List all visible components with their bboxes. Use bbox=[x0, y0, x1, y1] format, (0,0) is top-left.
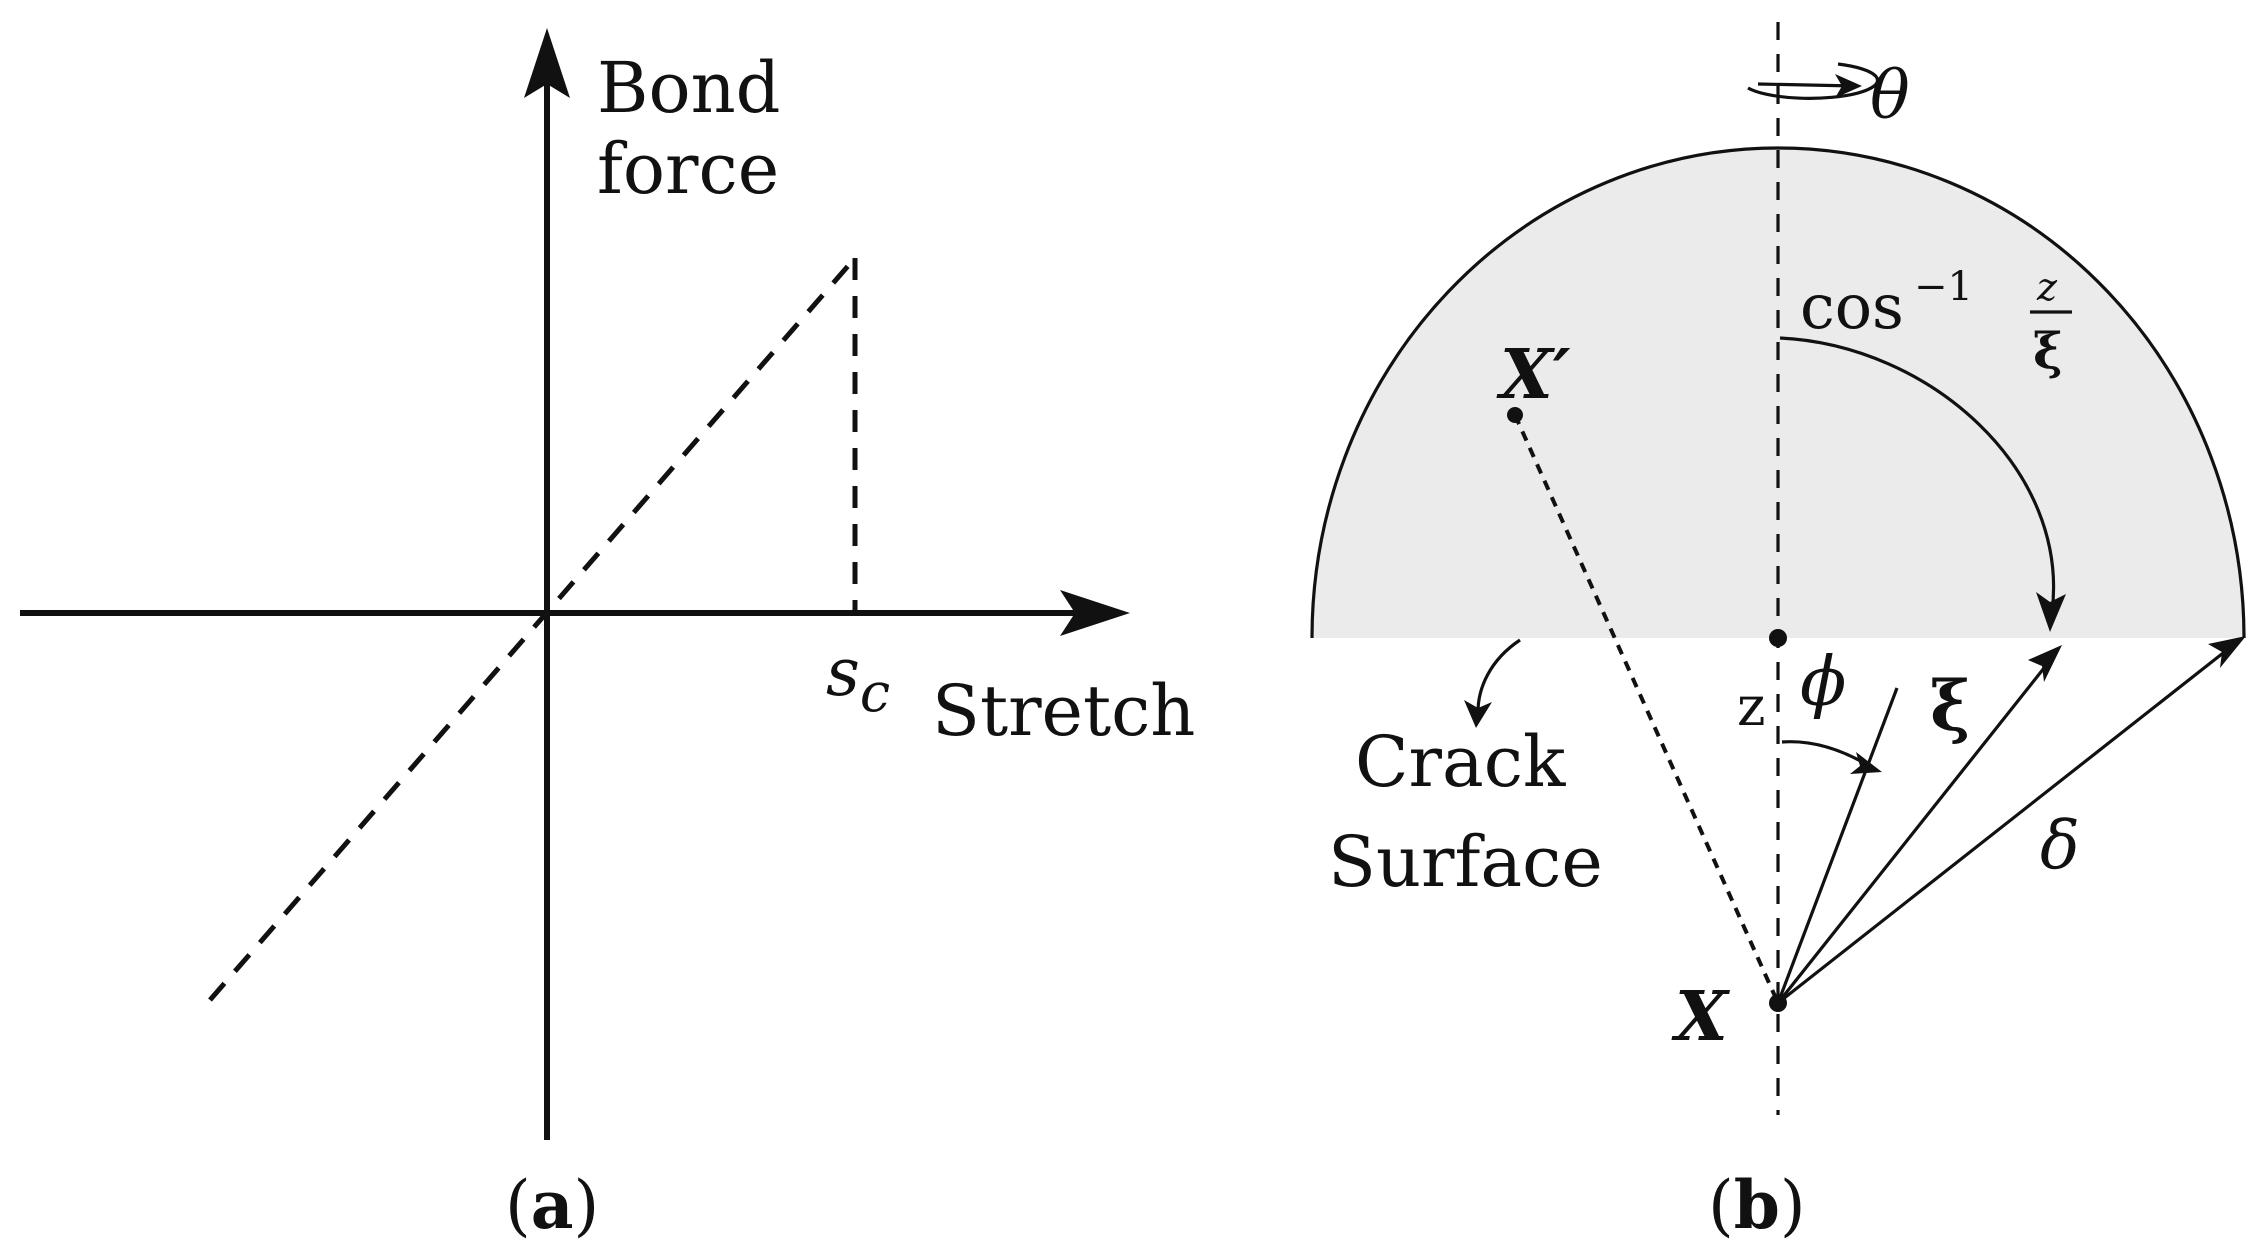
critical-stretch-label: sc bbox=[826, 634, 890, 724]
panel-b: θ cos −1 z ξ X′ X z ϕ ξ δ bbox=[1310, 22, 2246, 1244]
arc-label-num: z bbox=[2036, 265, 2058, 309]
crack-surface-center-point bbox=[1769, 629, 1787, 647]
crack-pointer-arrowhead bbox=[1464, 700, 1492, 728]
x-axis-label-stretch: Stretch bbox=[932, 670, 1195, 752]
caption-b-open: ( bbox=[1708, 1167, 1734, 1244]
phi-angle-arc bbox=[1781, 740, 1867, 766]
xi-label: ξ bbox=[1930, 667, 1970, 747]
caption-a-letter: a bbox=[531, 1166, 574, 1244]
phi-label: ϕ bbox=[1800, 643, 1846, 722]
critical-stretch-subscript: c bbox=[860, 661, 890, 724]
point-x-label: X bbox=[1671, 977, 1730, 1057]
crack-label-line1: Crack bbox=[1355, 721, 1566, 803]
caption-a-close: ) bbox=[574, 1167, 600, 1244]
panel-a: Bond force Stretch sc (a) bbox=[20, 28, 1195, 1244]
delta-vector-arrowhead bbox=[2208, 636, 2246, 668]
crack-pointer-arc bbox=[1476, 638, 1521, 713]
bond-force-axis-arrowhead bbox=[524, 28, 570, 98]
hemisphere-boundary bbox=[1310, 146, 2246, 639]
critical-stretch-symbol: s bbox=[826, 634, 860, 711]
z-label: z bbox=[1737, 675, 1765, 738]
polar-angle-arrowhead bbox=[2036, 592, 2066, 632]
polar-angle-arc bbox=[1779, 336, 2056, 613]
rotation-arc-tail bbox=[1757, 82, 1856, 88]
arc-label-sup: −1 bbox=[1914, 264, 1973, 310]
xi-vector-arrowhead bbox=[2028, 645, 2062, 682]
stretch-axis-arrowhead bbox=[1060, 590, 1130, 636]
delta-vector bbox=[1777, 644, 2233, 1005]
arc-label-cos: cos bbox=[1800, 270, 1904, 343]
caption-b-letter: b bbox=[1734, 1166, 1780, 1244]
crack-label-line2: Surface bbox=[1328, 821, 1603, 903]
xi-vector bbox=[1776, 657, 2054, 1004]
caption-b: (b) bbox=[1708, 1166, 1806, 1244]
rotation-arrowhead bbox=[1835, 74, 1862, 98]
arc-label-den: ξ bbox=[2033, 321, 2063, 380]
y-axis-label-bond: Bond bbox=[597, 47, 780, 129]
phi-direction-line bbox=[1776, 687, 1899, 1004]
caption-a-open: ( bbox=[505, 1167, 531, 1244]
rotation-arc bbox=[1747, 62, 1880, 100]
caption-b-close: ) bbox=[1780, 1167, 1806, 1244]
point-x-prime-label: X′ bbox=[1496, 335, 1571, 415]
caption-a: (a) bbox=[505, 1166, 599, 1244]
linear-bond-law-line bbox=[208, 256, 857, 1002]
theta-label: θ bbox=[1870, 57, 1910, 134]
delta-label: δ bbox=[2040, 807, 2080, 884]
y-axis-label-force: force bbox=[597, 128, 779, 210]
polar-angle-label: cos −1 z ξ bbox=[1800, 264, 2072, 380]
phi-angle-arrowhead bbox=[1850, 752, 1882, 774]
hemisphere-fill bbox=[1312, 148, 2244, 638]
